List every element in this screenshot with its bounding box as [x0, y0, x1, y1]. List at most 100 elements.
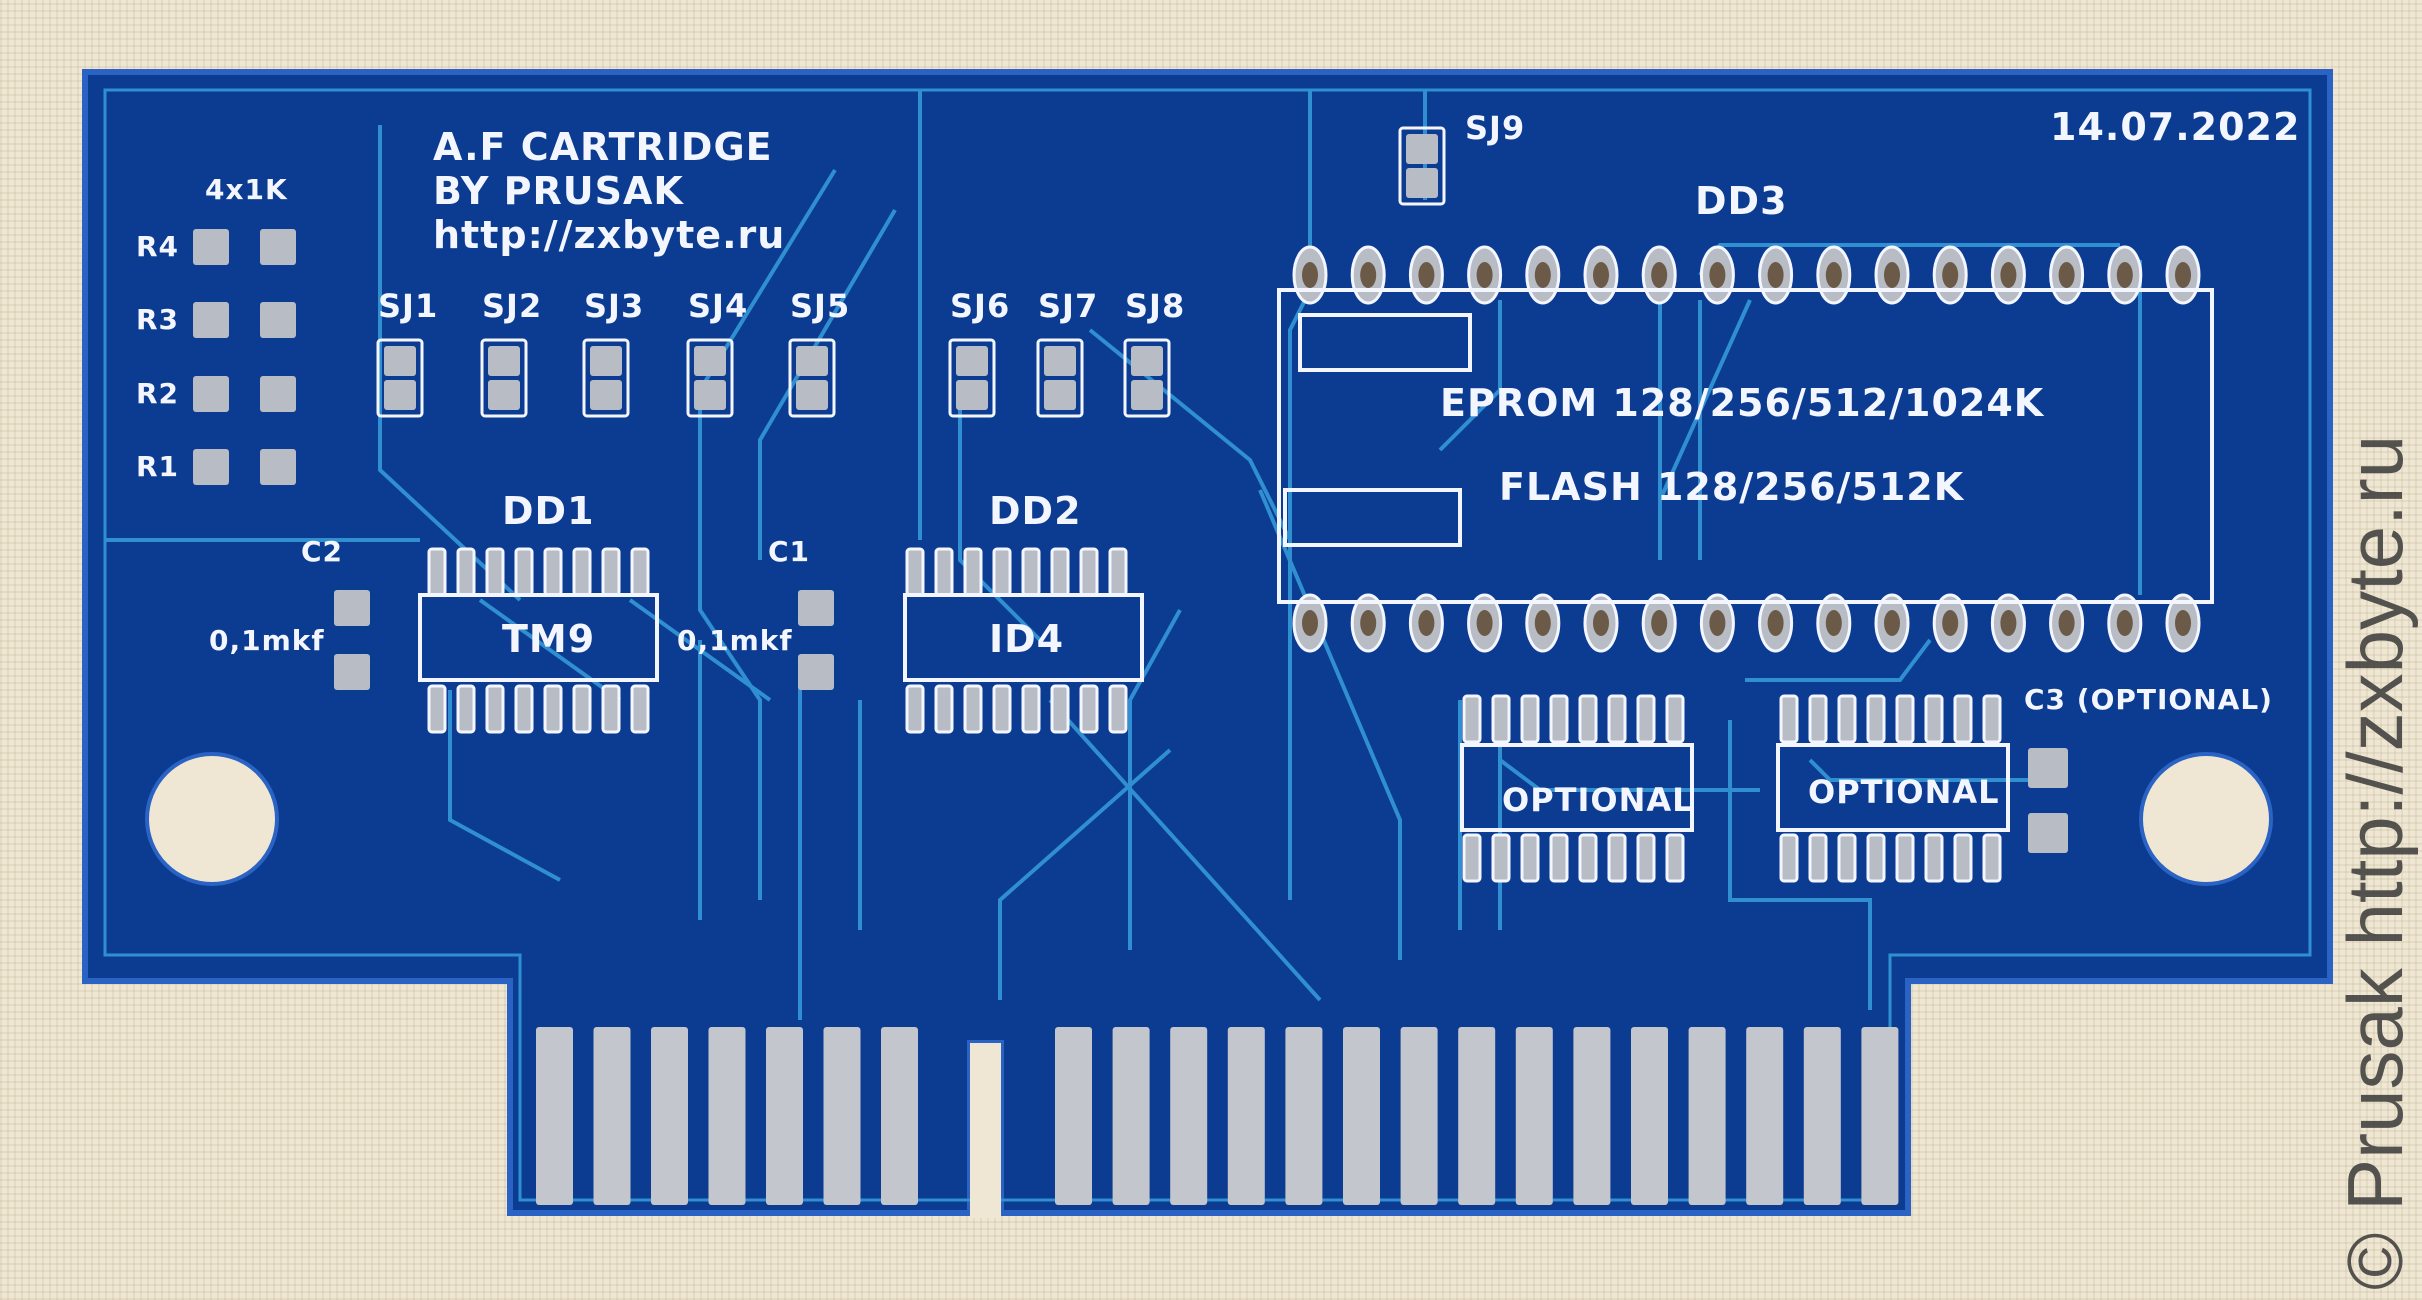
- mounting-holes: [145, 752, 2273, 886]
- soic-pad: [1636, 694, 1656, 744]
- resistor-label-r2: R2: [136, 377, 180, 410]
- title-line-2: BY PRUSAK: [433, 169, 684, 213]
- dip-pin-hole: [1825, 262, 1842, 288]
- soic-pad: [1779, 694, 1799, 744]
- soic-pad: [1866, 833, 1886, 883]
- resistor-pad: [260, 229, 296, 265]
- soic-pad: [1953, 694, 1973, 744]
- soic-pad: [1636, 833, 1656, 883]
- capacitor-ref-c1: C1: [768, 535, 811, 568]
- soic-pad: [1895, 694, 1915, 744]
- capacitor-ref-c3: C3 (OPTIONAL): [2024, 683, 2273, 716]
- edge-finger: [708, 1027, 746, 1205]
- dip-pin-hole: [2175, 262, 2191, 288]
- soic-pad: [514, 684, 534, 734]
- capacitor-value-c1: 0,1mkf: [677, 624, 793, 657]
- edge-finger: [766, 1027, 803, 1205]
- title-line-1: A.F CARTRIDGE: [433, 125, 773, 169]
- jumper-label-sj7: SJ7: [1038, 287, 1099, 325]
- optional-chip-left-label: OPTIONAL: [1502, 781, 1694, 819]
- dip-pin-hole: [2000, 610, 2017, 636]
- edge-finger: [1631, 1027, 1668, 1205]
- jumper-pad: [488, 346, 520, 376]
- jumper-pad: [488, 380, 520, 410]
- soic-pad: [1108, 684, 1128, 734]
- edge-finger: [1515, 1027, 1553, 1205]
- soic-pad: [543, 547, 563, 597]
- edge-slot: [970, 1043, 1001, 1218]
- jumper-label-sj3: SJ3: [584, 287, 645, 325]
- soic-pad: [1520, 833, 1540, 883]
- capacitor-pad: [2028, 748, 2068, 788]
- resistor-pad: [193, 229, 229, 265]
- capacitor-pad: [2028, 813, 2068, 853]
- soic-pad: [572, 547, 592, 597]
- soic-pad: [1578, 833, 1598, 883]
- chip-ref-dd1: DD1: [502, 489, 595, 533]
- dip-pin-hole: [2175, 610, 2191, 636]
- jumper-pad: [1044, 380, 1076, 410]
- soic-pad: [427, 547, 447, 597]
- dip-pin-hole: [1418, 262, 1435, 288]
- soic-pad: [1050, 547, 1070, 597]
- soic-pad: [1491, 694, 1511, 744]
- jumper-pad: [796, 380, 828, 410]
- chip-value-tm9: TM9: [502, 617, 596, 661]
- dip-pin-hole: [2116, 262, 2133, 288]
- pads: [193, 126, 2201, 883]
- dip-pin-hole: [1302, 610, 1318, 636]
- dip-pin-hole: [1418, 610, 1435, 636]
- resistor-label-r3: R3: [136, 303, 180, 336]
- soic-pad: [1895, 833, 1915, 883]
- jumper-pad: [1044, 346, 1076, 376]
- edge-finger: [1227, 1027, 1265, 1205]
- jumper-outline: [1036, 338, 1084, 418]
- resistor-pad: [260, 449, 296, 485]
- soic-pad: [601, 547, 621, 597]
- soic-pad: [1549, 694, 1569, 744]
- soic-pad: [1079, 684, 1099, 734]
- edge-finger: [1343, 1027, 1380, 1205]
- soic-pad: [1837, 694, 1857, 744]
- jumper-label-sj4: SJ4: [688, 287, 749, 325]
- dip-pin-hole: [1651, 610, 1668, 636]
- soic-pad: [1079, 547, 1099, 597]
- resistor-pad: [193, 302, 229, 338]
- jumper-pad: [694, 380, 726, 410]
- edge-finger: [1285, 1027, 1323, 1205]
- soic-pad: [1837, 833, 1857, 883]
- dip-pin-hole: [1476, 262, 1493, 288]
- eprom-label: EPROM 128/256/512/1024K: [1440, 381, 2045, 425]
- dip-pin-hole: [2000, 262, 2017, 288]
- silkscreen-outlines: [418, 288, 2214, 832]
- jumper-pad: [590, 346, 622, 376]
- soic-pad: [1607, 694, 1627, 744]
- jumper-pad: [956, 346, 988, 376]
- jumper-outline: [788, 338, 836, 418]
- jumper-outline: [480, 338, 528, 418]
- soic-pad: [456, 547, 476, 597]
- soic-pad: [1953, 833, 1973, 883]
- soic-pad: [485, 684, 505, 734]
- jumper-pad: [384, 380, 416, 410]
- jumper-outline: [948, 338, 996, 418]
- edge-finger: [1170, 1027, 1208, 1205]
- dip-pin-hole: [1302, 262, 1318, 288]
- soic-pad: [1808, 694, 1828, 744]
- flash-label: FLASH 128/256/512K: [1499, 465, 1965, 509]
- jumper-pad: [1131, 346, 1163, 376]
- jumper-pad: [694, 346, 726, 376]
- soic-pad: [1665, 833, 1685, 883]
- soic-pad: [1108, 547, 1128, 597]
- soic-pad: [1462, 833, 1482, 883]
- soic-pad: [1050, 684, 1070, 734]
- dip-pin-hole: [1767, 610, 1784, 636]
- jumper-pad: [1406, 168, 1438, 198]
- soic-pad: [992, 684, 1012, 734]
- jumper-label-sj8: SJ8: [1125, 287, 1186, 325]
- jumper-pad: [1406, 134, 1438, 164]
- date-label: 14.07.2022: [2050, 105, 2301, 149]
- edge-finger: [1573, 1027, 1611, 1205]
- jumper-pad: [1131, 380, 1163, 410]
